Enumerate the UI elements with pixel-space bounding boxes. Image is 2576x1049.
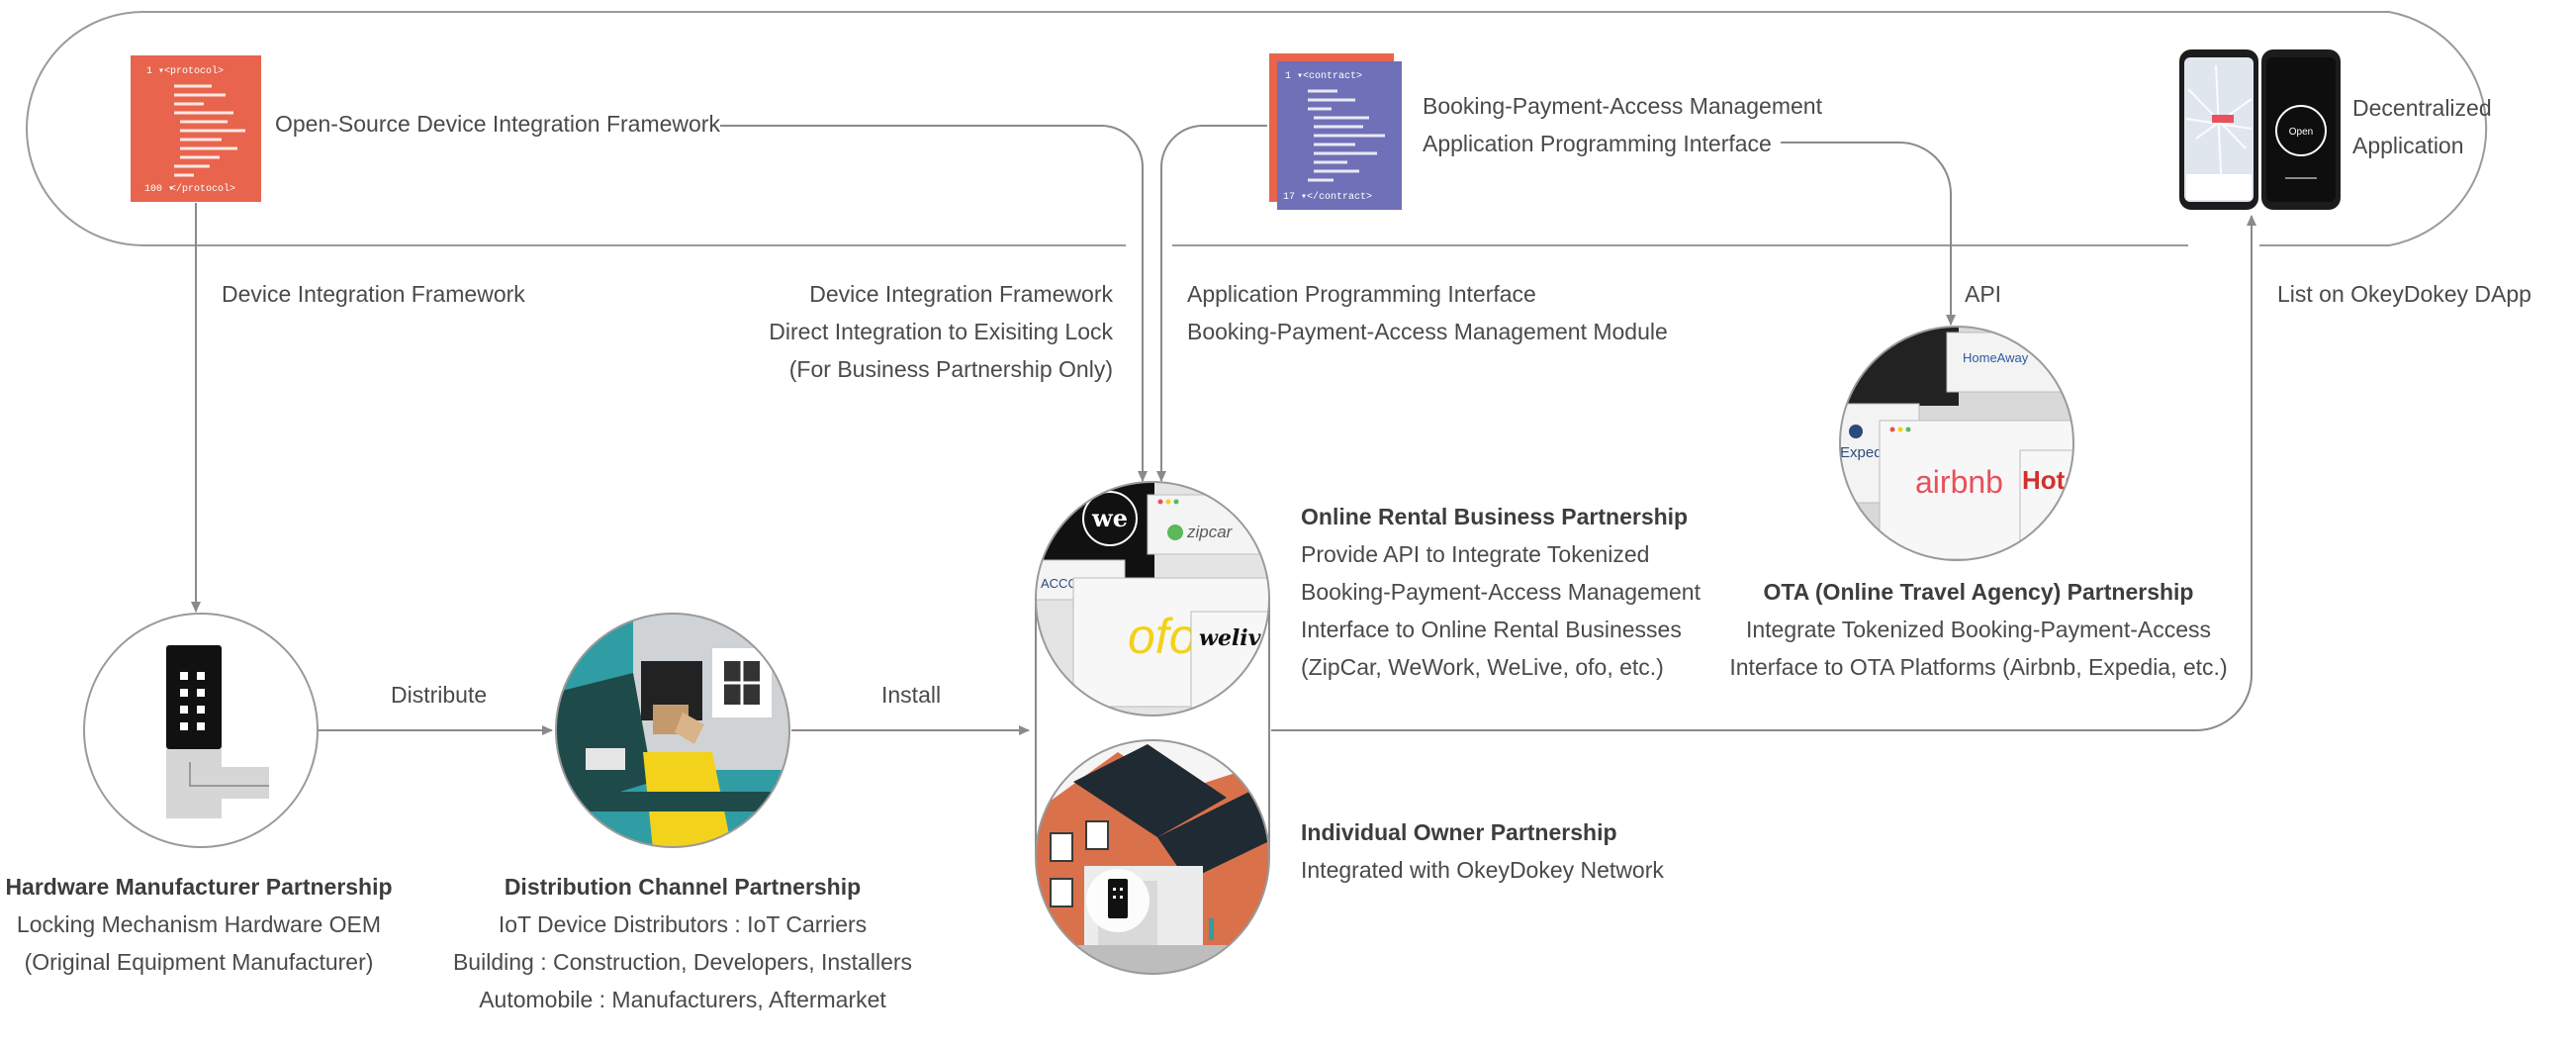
rental-home-pill xyxy=(1035,599,1270,857)
hardware-partnership-block: Hardware Manufacturer Partnership Lockin… xyxy=(0,868,398,981)
dapp-phones-icon: Open xyxy=(2179,49,2341,210)
edge-label-direct-line3: (For Business Partnership Only) xyxy=(788,356,1113,382)
edge-rental-to-dapp xyxy=(1271,215,2256,731)
individual-partnership-line1: Integrated with OkeyDokey Network xyxy=(1301,857,1664,883)
svg-text:welive: welive xyxy=(1199,625,1274,651)
svg-text:<contract>: <contract> xyxy=(1303,71,1362,82)
edge-label-install: Install xyxy=(881,682,942,708)
edge-label-direct-line2: Direct Integration to Exisiting Lock xyxy=(769,319,1113,344)
svg-text:Hotels: Hotels xyxy=(2022,465,2100,495)
online-rental-partnership-line2: Booking-Payment-Access Management xyxy=(1301,579,1701,605)
online-rental-partnership-line3: Interface to Online Rental Businesses xyxy=(1301,617,1682,642)
framework-label: Open-Source Device Integration Framework xyxy=(275,111,720,137)
dapp-label-line2: Application xyxy=(2352,133,2464,158)
svg-text:100 ▾: 100 ▾ xyxy=(144,184,174,195)
edge-label-list-on-dapp: List on OkeyDokey DApp xyxy=(2277,281,2531,307)
protocol-document-icon: 1 ▾ <protocol> 100 ▾ </protocol> xyxy=(131,55,261,202)
svg-text:17 ▾: 17 ▾ xyxy=(1283,192,1307,203)
online-rental-partnership-line1: Provide API to Integrate Tokenized xyxy=(1301,541,1650,567)
top-loop-boundary xyxy=(26,11,2488,246)
ota-partnership-block: OTA (Online Travel Agency) Partnership I… xyxy=(1702,573,2255,686)
dapp-label-line1: Decentralized xyxy=(2352,95,2492,121)
individual-partnership-title: Individual Owner Partnership xyxy=(1301,819,1617,845)
edge-label-api-module-line1: Application Programming Interface xyxy=(1187,281,1536,307)
edge-label-distribute: Distribute xyxy=(391,682,488,708)
ota-collage: HomeAway Exped airbnb Hotels xyxy=(1839,326,2100,561)
contract-document-icon: 1 ▾ <contract> 17 ▾ </contract> xyxy=(1269,53,1402,210)
edge-label-direct-integration: Device Integration Framework Direct Inte… xyxy=(769,275,1113,388)
ota-partnership-title: OTA (Online Travel Agency) Partnership xyxy=(1763,579,2194,605)
hardware-partnership-title: Hardware Manufacturer Partnership xyxy=(5,874,393,900)
online-rental-collage: we zipcar ACCOR ofo welive xyxy=(1035,481,1274,716)
svg-text:1 ▾: 1 ▾ xyxy=(1285,71,1303,82)
svg-text:1 ▾: 1 ▾ xyxy=(146,66,164,77)
hardware-lock-illustration xyxy=(83,613,319,848)
ota-partnership-line1: Integrate Tokenized Booking-Payment-Acce… xyxy=(1745,617,2212,642)
api-label-line2: Application Programming Interface xyxy=(1423,131,1772,156)
individual-house-illustration xyxy=(1035,739,1270,975)
api-label-line1: Booking-Payment-Access Management xyxy=(1423,93,1822,119)
distribution-partnership-line2: Building : Construction, Developers, Ins… xyxy=(452,949,913,975)
svg-text:</contract>: </contract> xyxy=(1307,191,1372,203)
edge-api-to-ota xyxy=(1781,142,1956,326)
edge-label-api-module: Application Programming Interface Bookin… xyxy=(1187,275,1668,350)
distribution-partnership-title: Distribution Channel Partnership xyxy=(504,874,862,900)
hardware-partnership-line2: (Original Equipment Manufacturer) xyxy=(24,949,374,975)
distribution-partnership-block: Distribution Channel Partnership IoT Dev… xyxy=(425,868,940,1018)
edge-framework-to-rental xyxy=(720,125,1148,482)
edge-label-direct-line1: Device Integration Framework xyxy=(809,281,1113,307)
hardware-partnership-line1: Locking Mechanism Hardware OEM xyxy=(16,911,382,937)
svg-text:airbnb: airbnb xyxy=(1915,464,2003,500)
svg-text:Open: Open xyxy=(2289,127,2313,138)
distribution-partnership-line3: Automobile : Manufacturers, Aftermarket xyxy=(479,987,886,1012)
svg-text:Exped: Exped xyxy=(1840,444,1883,461)
distribution-partnership-line1: IoT Device Distributors : IoT Carriers xyxy=(498,911,868,937)
online-rental-partnership-line4: (ZipCar, WeWork, WeLive, ofo, etc.) xyxy=(1301,654,1664,680)
edge-label-api: API xyxy=(1965,281,2002,307)
edge-label-api-module-line2: Booking-Payment-Access Management Module xyxy=(1187,319,1668,344)
online-rental-partnership-block: Online Rental Business Partnership Provi… xyxy=(1301,498,1701,686)
ota-partnership-line2: Interface to OTA Platforms (Airbnb, Expe… xyxy=(1729,654,2228,680)
distribution-delivery-illustration xyxy=(555,613,790,848)
online-rental-partnership-title: Online Rental Business Partnership xyxy=(1301,504,1689,529)
svg-text:</protocol>: </protocol> xyxy=(170,183,235,195)
individual-partnership-block: Individual Owner Partnership Integrated … xyxy=(1301,813,1664,889)
svg-text:zipcar: zipcar xyxy=(1186,523,1234,541)
svg-text:HomeAway: HomeAway xyxy=(1963,350,2029,365)
edge-contract-to-rental xyxy=(1156,125,1267,482)
edge-label-device-framework: Device Integration Framework xyxy=(222,281,525,307)
svg-text:<protocol>: <protocol> xyxy=(164,65,224,77)
svg-text:ofo: ofo xyxy=(1128,609,1197,664)
svg-text:we: we xyxy=(1091,504,1128,532)
